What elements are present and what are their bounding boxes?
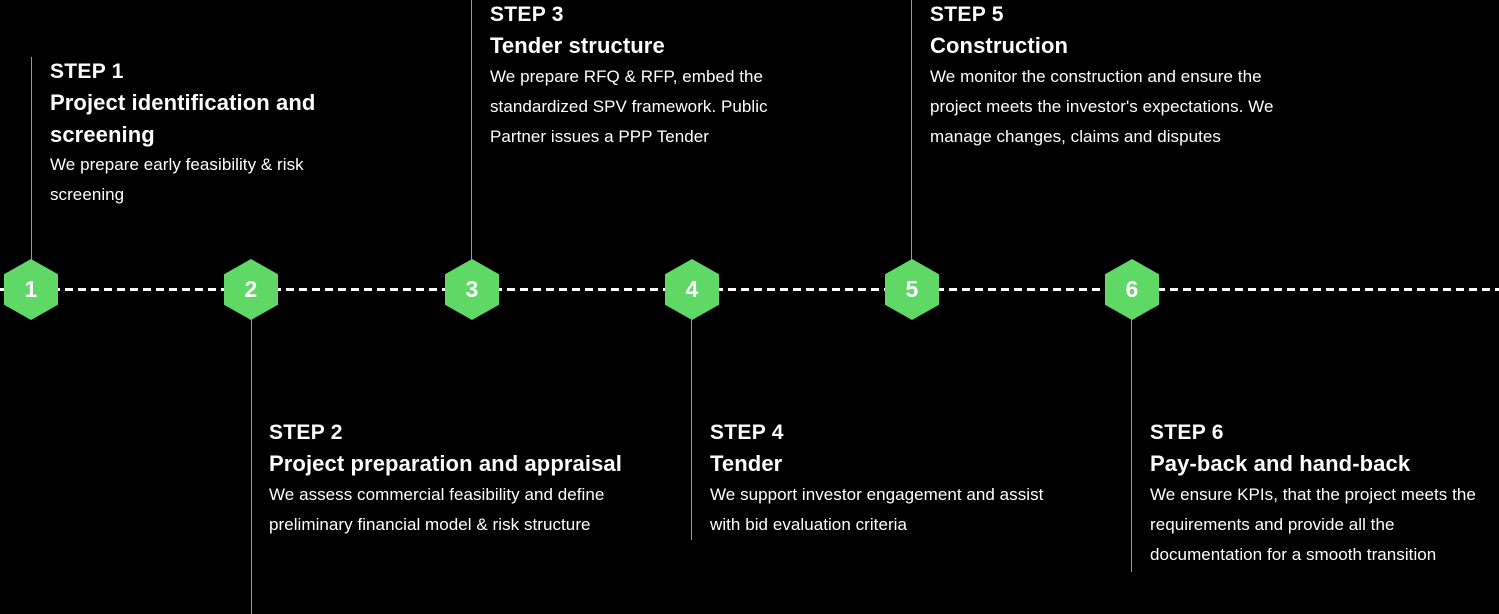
step-label-4: STEP 4 [710,421,784,444]
step-label-3: STEP 3 [490,3,564,26]
step-block-2: STEP 2 Project preparation and appraisal… [269,418,634,540]
step-block-1: STEP 1 Project identification and screen… [50,57,380,210]
step-title-3: Tender structure [490,33,665,59]
timeline-node-1[interactable]: 1 [4,259,58,320]
connector-stem-step-2 [251,316,253,614]
step-description-2: We assess commercial feasibility and def… [269,484,605,534]
connector-stem-step-6 [1131,316,1133,572]
timeline-node-3[interactable]: 3 [445,259,499,320]
timeline-node-6-number: 6 [1125,276,1139,302]
step-title-6: Pay-back and hand-back [1150,451,1411,477]
step-title-4: Tender [710,451,783,477]
timeline-rail [0,288,1499,291]
step-description-1: We prepare early feasibility & risk scre… [50,154,304,205]
timeline-node-4[interactable]: 4 [665,259,719,320]
timeline-node-3-number: 3 [465,276,479,302]
timeline-node-5-number: 5 [905,276,919,302]
step-description-3: We prepare RFQ & RFP, embed the standard… [490,66,768,147]
step-title-5: Construction [930,33,1069,59]
timeline-node-2[interactable]: 2 [224,259,278,320]
timeline-node-1-number: 1 [24,276,38,302]
step-block-5: STEP 5 Construction We monitor the const… [930,0,1290,152]
connector-stem-step-5 [911,0,913,263]
step-description-5: We monitor the construction and ensure t… [930,66,1274,147]
step-label-6: STEP 6 [1150,421,1224,444]
timeline-node-5[interactable]: 5 [885,259,939,320]
step-label-2: STEP 2 [269,421,343,444]
step-description-6: We ensure KPIs, that the project meets t… [1150,484,1476,565]
timeline-node-2-number: 2 [244,276,258,302]
connector-stem-step-4 [691,316,693,540]
timeline-node-4-number: 4 [685,276,699,302]
step-title-2: Project preparation and appraisal [269,451,622,477]
timeline-node-6[interactable]: 6 [1105,259,1159,320]
step-label-5: STEP 5 [930,3,1004,26]
step-block-4: STEP 4 Tender We support investor engage… [710,418,1055,540]
step-label-1: STEP 1 [50,60,124,83]
step-block-6: STEP 6 Pay-back and hand-back We ensure … [1150,418,1499,570]
connector-stem-step-3 [471,0,473,263]
step-title-1: Project identification and screening [50,90,316,147]
connector-stem-step-1 [31,57,33,263]
step-description-4: We support investor engagement and assis… [710,484,1044,534]
step-block-3: STEP 3 Tender structure We prepare RFQ &… [490,0,820,152]
